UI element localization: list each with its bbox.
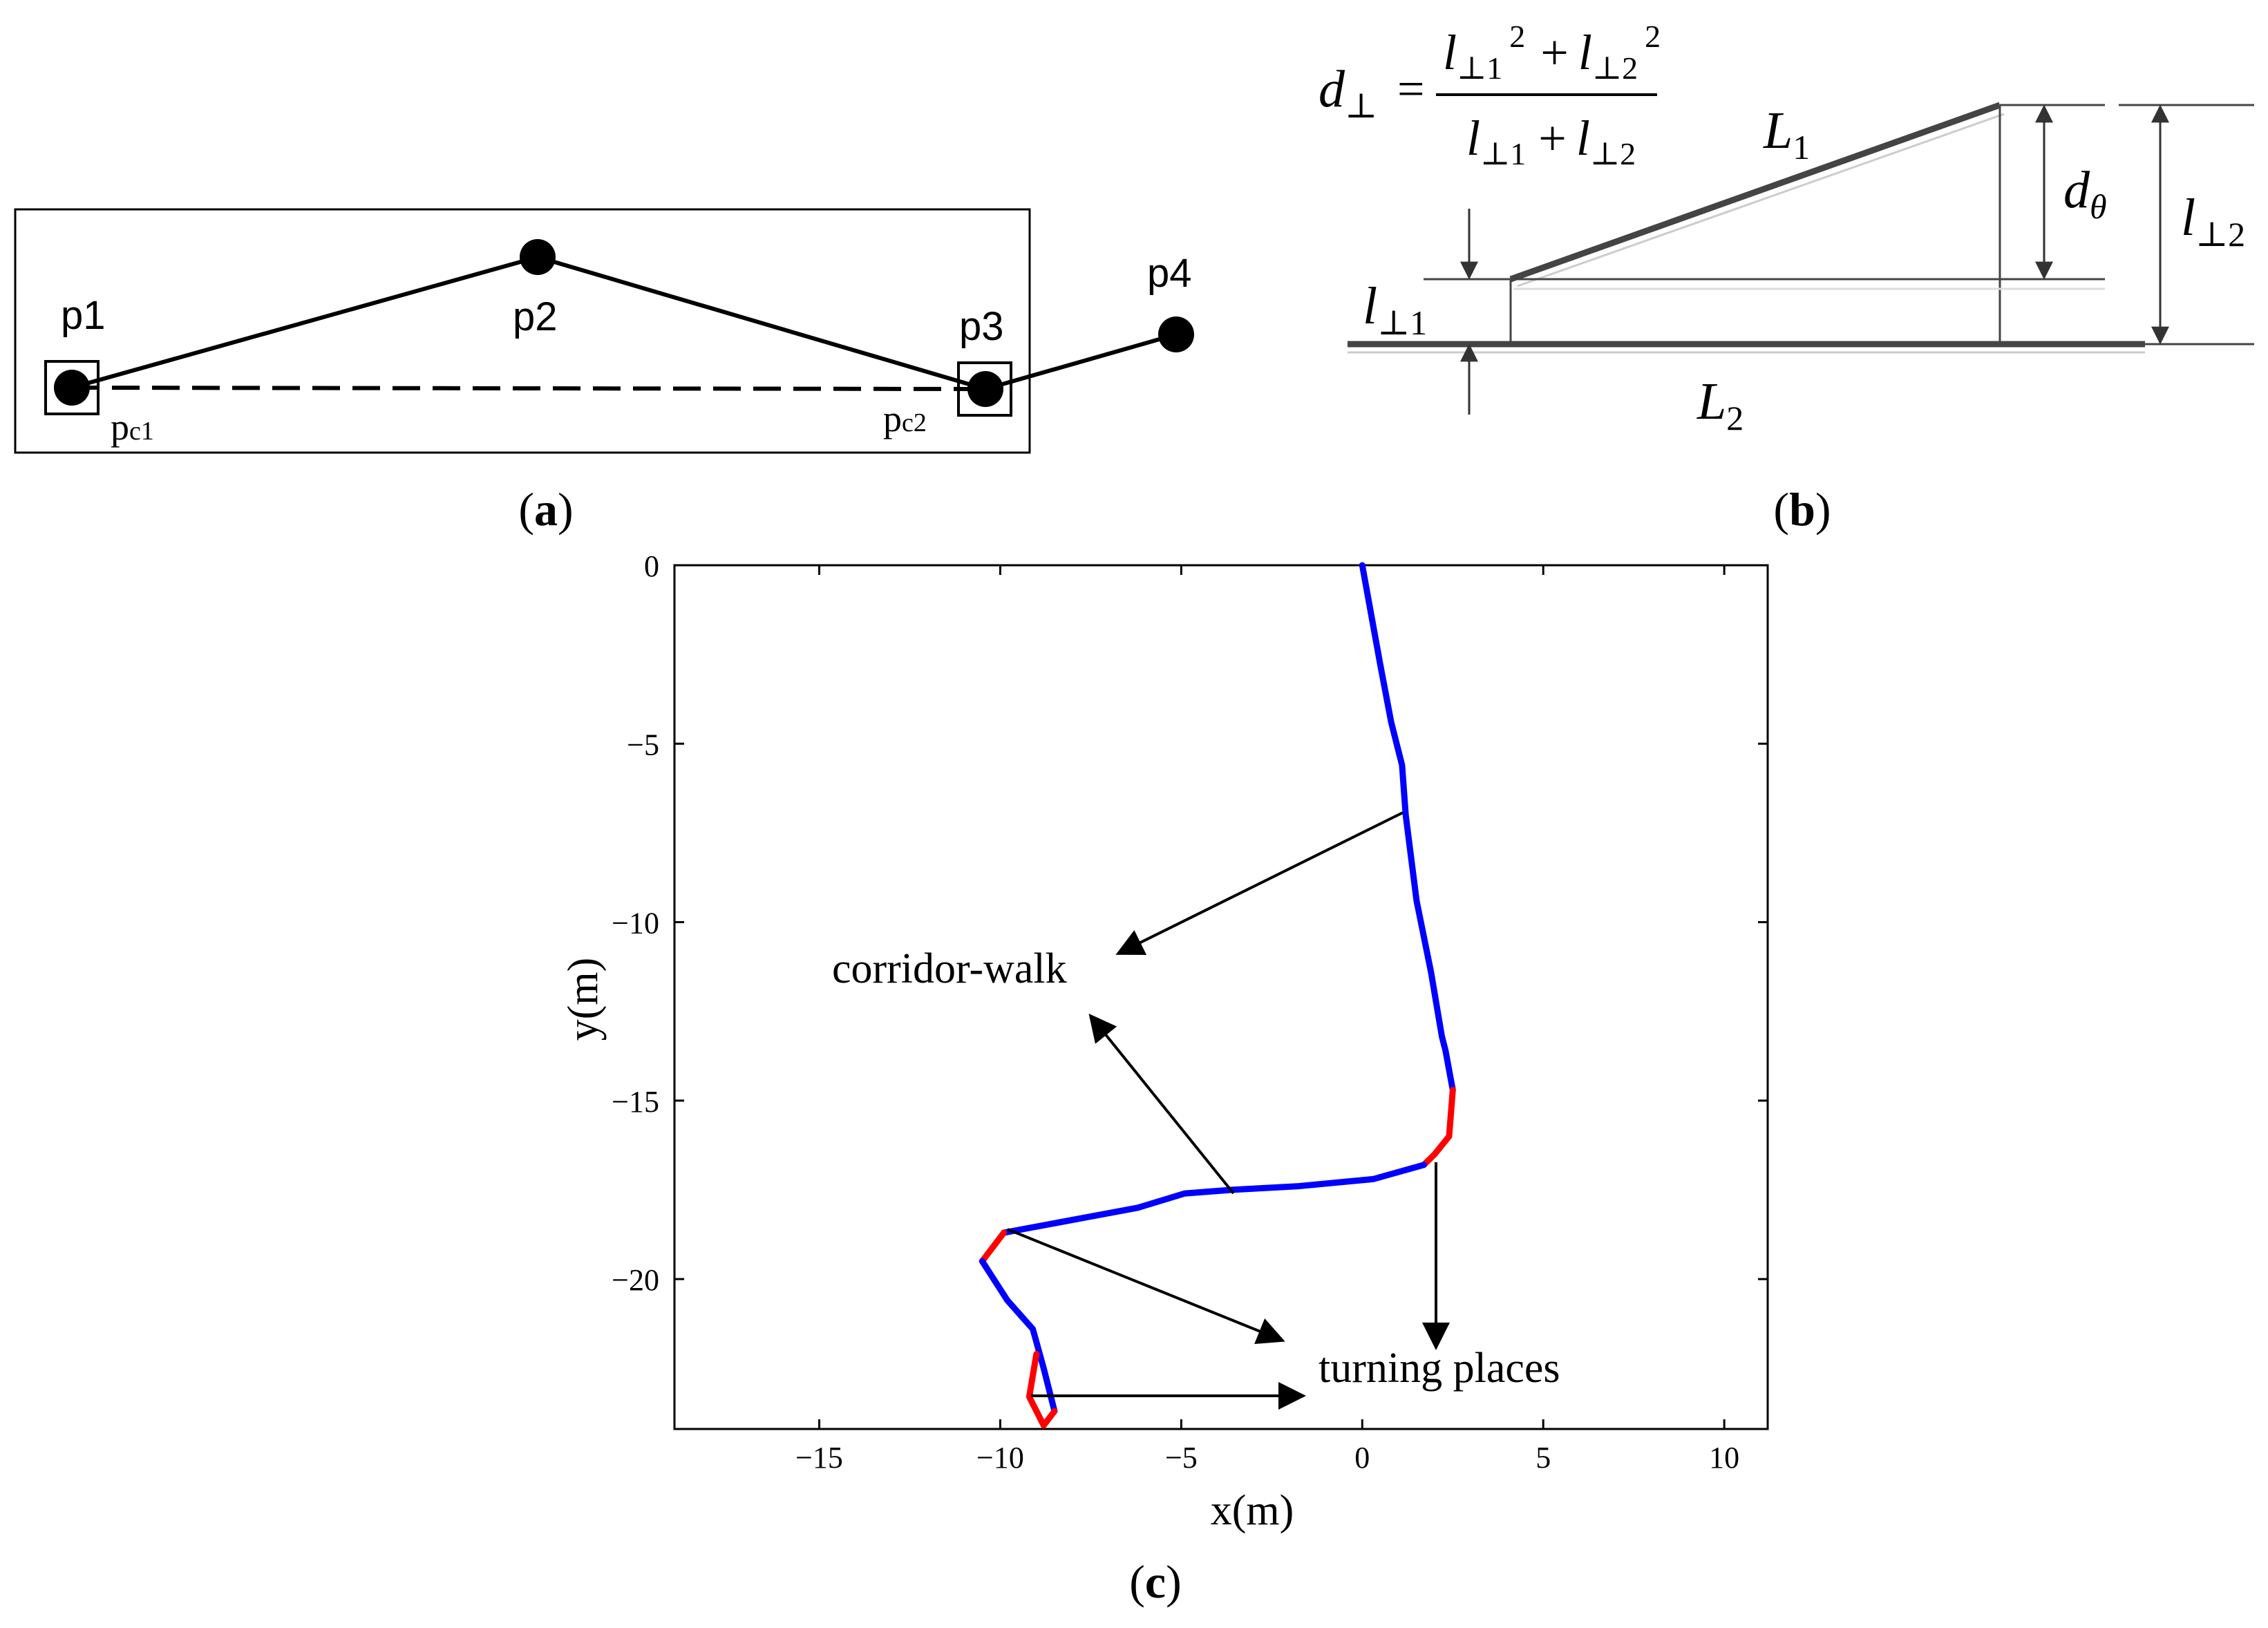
axis-ticks xyxy=(674,564,1768,1429)
label-d-theta: dθ xyxy=(2063,161,2107,226)
label-L2: L2 xyxy=(1697,372,1743,437)
x-tick-label: 0 xyxy=(1354,1441,1370,1475)
arrow-turning-left xyxy=(1007,1228,1285,1345)
label-p3: p3 xyxy=(959,304,1004,349)
annotation-turning-places: turning places xyxy=(1319,1345,1560,1392)
point-p4 xyxy=(1158,316,1194,352)
point-p1 xyxy=(54,370,90,406)
arrow-corridor-lower xyxy=(1088,1013,1235,1195)
panel-c: −15 −10 −5 0 5 10 0 −5 −10 −15 −20 corridor-walk t… xyxy=(560,549,1769,1608)
label-pc1-base: p xyxy=(111,406,129,448)
p3-p4-segment xyxy=(985,332,1177,391)
label-pc1: pc1 xyxy=(111,406,154,448)
arrow-corridor-upper xyxy=(1115,811,1404,955)
characteristic-dashed-line xyxy=(71,386,986,391)
label-pc2: pc2 xyxy=(883,398,927,439)
turning-segment-1 xyxy=(1420,1086,1456,1168)
label-p1: p1 xyxy=(61,293,106,338)
panel-b: d⊥ = l⊥12+l⊥22 l⊥1+l⊥2 L1 L2 dθ l⊥1 l⊥2 … xyxy=(1319,19,2254,536)
segment-L1 xyxy=(1509,102,2001,283)
turning-segment-3 xyxy=(979,1229,1008,1265)
point-p2 xyxy=(520,239,556,275)
caption-c: (c) xyxy=(1129,1555,1182,1608)
label-pc2-base: p xyxy=(883,398,902,439)
caption-a: (a) xyxy=(518,483,573,536)
label-pc1-sub: c1 xyxy=(129,417,154,446)
label-L1: L1 xyxy=(1763,102,1810,167)
panel-a-frame xyxy=(14,208,1031,454)
y-tick-label: −5 xyxy=(627,728,659,761)
point-p3 xyxy=(967,371,1003,407)
plot-frame xyxy=(673,564,1769,1430)
pc2-marker-box xyxy=(957,361,1012,417)
y-tick-label: 0 xyxy=(644,549,659,583)
y-tick-label: −15 xyxy=(612,1085,659,1119)
x-tick-label: −10 xyxy=(976,1441,1024,1475)
y-tick-label: −20 xyxy=(612,1263,659,1297)
x-tick-label: −5 xyxy=(1165,1441,1198,1475)
y-tick-label: −10 xyxy=(612,907,659,940)
turning-segment-5 xyxy=(1026,1351,1058,1429)
y-axis-label: y(m) xyxy=(560,958,607,1041)
label-pc2-sub: c2 xyxy=(902,408,927,437)
segment-L1-shadow xyxy=(1517,113,2005,287)
x-tick-label: 5 xyxy=(1535,1441,1551,1475)
label-p4: p4 xyxy=(1147,251,1192,296)
x-tick-label: 10 xyxy=(1709,1441,1739,1475)
x-axis-label: x(m) xyxy=(1211,1487,1294,1534)
formula-lhs: d⊥ xyxy=(1319,60,1377,125)
label-l-perp2: l⊥2 xyxy=(2181,189,2245,254)
x-tick-label: −15 xyxy=(795,1441,843,1475)
caption-b: (b) xyxy=(1773,483,1831,536)
label-l-perp1: l⊥1 xyxy=(1363,277,1427,342)
p2-p3-segment xyxy=(537,255,986,391)
corridor-walk-segment-2 xyxy=(1001,1162,1427,1236)
corridor-walk-segment-4 xyxy=(979,1258,1058,1414)
trajectory-series xyxy=(979,562,1456,1429)
label-p2: p2 xyxy=(513,294,558,339)
formula-numerator: l⊥12+l⊥22 xyxy=(1443,19,1661,86)
p1-p2-segment xyxy=(71,255,538,390)
formula-equals: = xyxy=(1397,63,1424,116)
formula-denominator: l⊥1+l⊥2 xyxy=(1466,111,1636,171)
axis-tick-labels: −15 −10 −5 0 5 10 0 −5 −10 −15 −20 xyxy=(612,549,1739,1475)
annotation-corridor-walk: corridor-walk xyxy=(832,945,1067,992)
panel-a: p1 p2 p3 p4 pc1 pc2 (a) xyxy=(14,208,1194,536)
pc1-marker-box xyxy=(44,360,100,415)
corridor-walk-segment-0 xyxy=(1359,562,1456,1093)
